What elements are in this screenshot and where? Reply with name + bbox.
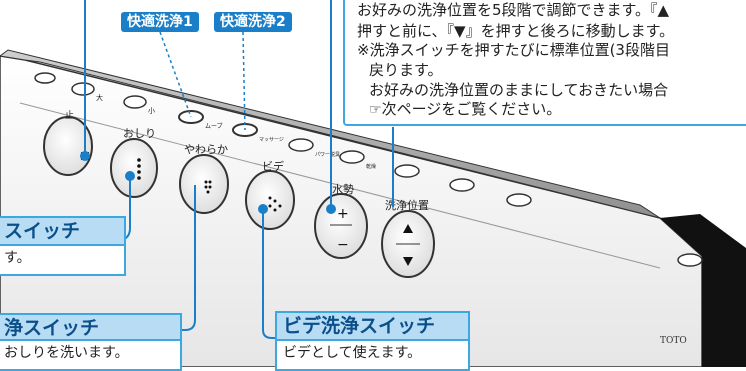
up-arrow-icon xyxy=(403,224,413,233)
info-line-3: ※洗浄スイッチを押すたびに標準位置(3段階目 xyxy=(357,41,670,59)
memory1-button[interactable] xyxy=(394,164,420,178)
power-deodorize-label: パワー脱臭 xyxy=(315,151,340,158)
memory2-button[interactable] xyxy=(449,178,475,192)
dry-button[interactable] xyxy=(339,150,365,164)
yawaraka-leader-line xyxy=(180,185,196,331)
water-pressure-label: 水勢 xyxy=(332,182,354,196)
small-button-icon[interactable] xyxy=(34,72,56,84)
remote-face-line xyxy=(19,102,661,269)
move-label: ムーブ xyxy=(205,122,223,130)
minus-icon: − xyxy=(337,237,349,253)
bidet-switch-callout-desc: ビデとして使えます。 xyxy=(275,341,470,371)
stop-switch-callout-desc: す。 xyxy=(0,246,126,276)
bidet-label: ビデ xyxy=(262,159,284,173)
massage-label: マッサージ xyxy=(259,137,284,143)
stop-label: 止 xyxy=(65,109,74,121)
bidet-spray-icon xyxy=(268,196,282,212)
oshiri-button[interactable] xyxy=(110,138,158,198)
bidet-leader-line xyxy=(262,209,275,339)
sho-button[interactable] xyxy=(123,95,147,109)
wash-position-button[interactable] xyxy=(381,210,435,278)
info-box: お好みの洗浄位置を5段階で調節できます。『▲ 押すと前に、『▼』を押すと後ろに移… xyxy=(343,0,746,126)
dry-label: 乾燥 xyxy=(366,163,376,170)
bidet-button[interactable] xyxy=(245,170,295,230)
small-buttons xyxy=(34,72,703,267)
oshiri-label: おしり xyxy=(123,127,156,140)
spray-dots-icon xyxy=(137,158,141,180)
power-deodorize-button[interactable] xyxy=(288,138,314,152)
dai-button[interactable] xyxy=(71,82,95,96)
oshiri-switch-callout-title: 浄スイッチ xyxy=(0,313,182,341)
sho-label: 小 xyxy=(148,106,155,115)
memory3-button[interactable] xyxy=(506,193,532,207)
bottom-small-button[interactable] xyxy=(677,253,703,267)
yawaraka-label: やわらか xyxy=(184,143,228,156)
yawaraka-button[interactable] xyxy=(179,154,229,214)
water-pressure-button[interactable]: + − xyxy=(314,193,368,259)
down-arrow-icon xyxy=(403,257,413,266)
bidet-switch-callout-title: ビデ洗浄スイッチ xyxy=(275,311,470,341)
remote-side xyxy=(660,214,746,367)
dai-label: 大 xyxy=(96,93,103,102)
plus-icon: + xyxy=(337,206,349,222)
comfort2-leader xyxy=(242,31,246,131)
pointing-hand-icon: ☞ xyxy=(369,102,382,118)
info-line-5: お好みの洗浄位置のままにしておきたい場合 xyxy=(369,81,669,99)
dashed-leaders xyxy=(159,31,246,131)
soft-spray-icon xyxy=(204,180,212,194)
info-line-1: お好みの洗浄位置を5段階で調節できます。『▲ xyxy=(357,1,670,19)
info-line-4: 戻ります。 xyxy=(369,61,443,79)
stop-button[interactable] xyxy=(43,116,93,176)
stop-switch-callout-title: スイッチ xyxy=(0,216,126,246)
info-line-6: ☞次ページをご覧ください。 xyxy=(369,100,562,118)
comfort-wash-1-tag: 快適洗浄1 xyxy=(121,12,199,32)
leader-lines xyxy=(84,0,394,339)
wash-position-label: 洗浄位置 xyxy=(385,198,429,212)
info-line-2: 押すと前に、『▼』を押すと後ろに移動します。 xyxy=(357,22,675,40)
comfort-wash-2-tag: 快適洗浄2 xyxy=(214,12,292,32)
brand-logo: TOTO xyxy=(660,336,687,346)
